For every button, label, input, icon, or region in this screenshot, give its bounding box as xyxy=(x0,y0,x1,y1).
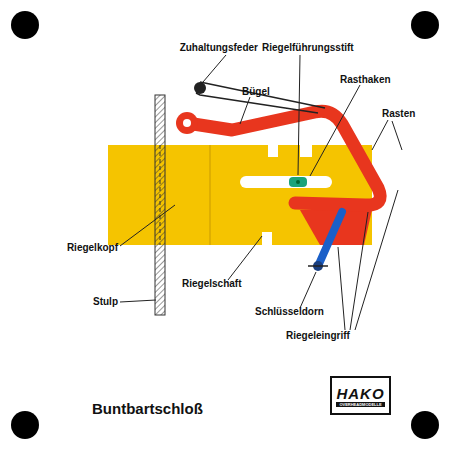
part-label: Zuhaltungsfeder xyxy=(180,42,258,54)
part-label: Stulp xyxy=(93,296,118,308)
guide-pin xyxy=(289,177,307,187)
mount-hole xyxy=(11,411,39,439)
key-pin-mark xyxy=(308,265,328,267)
logo-subtext: OVERHEADMODELLE xyxy=(336,402,385,407)
guide-pin-center xyxy=(296,180,300,184)
part-label: Schlüsseldorn xyxy=(255,306,324,318)
part-label: Riegelschaft xyxy=(182,278,241,290)
lever-pivot xyxy=(176,112,198,134)
part-label: Rasten xyxy=(382,108,415,120)
part-label: Riegelkopf xyxy=(67,242,118,254)
lever-pivot-hole xyxy=(183,119,191,127)
part-label: Rasthaken xyxy=(340,74,391,86)
stulp-hidden-line xyxy=(160,145,161,245)
spring-wire xyxy=(196,82,325,113)
part-label: Riegelführungsstift xyxy=(262,42,354,54)
logo-box: HAKOOVERHEADMODELLE xyxy=(330,376,391,415)
part-label: Bügel xyxy=(242,86,270,98)
lever-arm xyxy=(187,111,380,205)
diagram-title: Buntbartschloß xyxy=(92,400,203,417)
spring-coil xyxy=(194,82,206,94)
mount-hole xyxy=(411,11,439,39)
stulp-plate xyxy=(155,95,165,315)
bolt-shaft xyxy=(210,145,372,245)
leader-lines xyxy=(120,55,402,330)
mount-hole xyxy=(11,11,39,39)
logo-text: HAKO xyxy=(336,386,385,402)
mount-hole xyxy=(411,411,439,439)
part-label: Riegeleingriff xyxy=(286,330,350,342)
bolt-edge xyxy=(210,145,211,245)
guide-slot xyxy=(240,176,332,188)
